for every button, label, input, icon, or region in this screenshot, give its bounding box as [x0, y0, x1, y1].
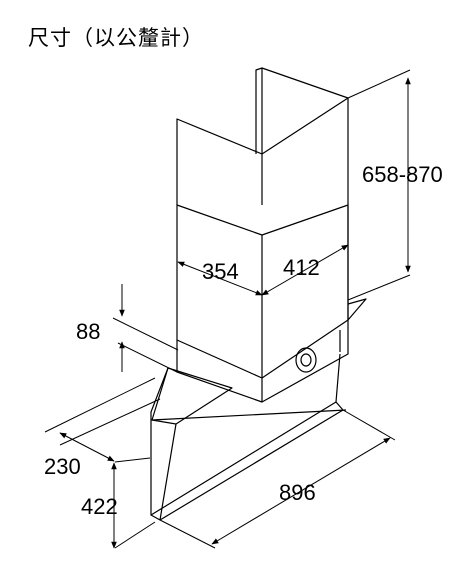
canopy-width-dimension-line — [211, 437, 391, 545]
gap-label: 88 — [76, 319, 100, 344]
lower-chimney — [176, 204, 349, 379]
canopy-width-label: 896 — [279, 480, 316, 505]
canopy-height-label: 422 — [81, 494, 118, 519]
extension-lines — [44, 69, 411, 549]
upper-chimney — [176, 67, 349, 205]
canopy-depth-label: 230 — [44, 454, 81, 479]
depth-dimension-line — [177, 261, 263, 296]
canopy-body — [176, 298, 367, 403]
width-dimension-line — [261, 244, 349, 296]
height-range-label: 658-870 — [362, 162, 443, 187]
canopy-depth-dimension-line — [59, 432, 115, 462]
glass-panel — [150, 353, 347, 521]
depth-upper-label: 354 — [202, 259, 239, 284]
page-title: 尺寸（以公釐計） — [28, 26, 204, 50]
width-upper-label: 412 — [283, 255, 320, 280]
control-knob — [295, 347, 317, 373]
